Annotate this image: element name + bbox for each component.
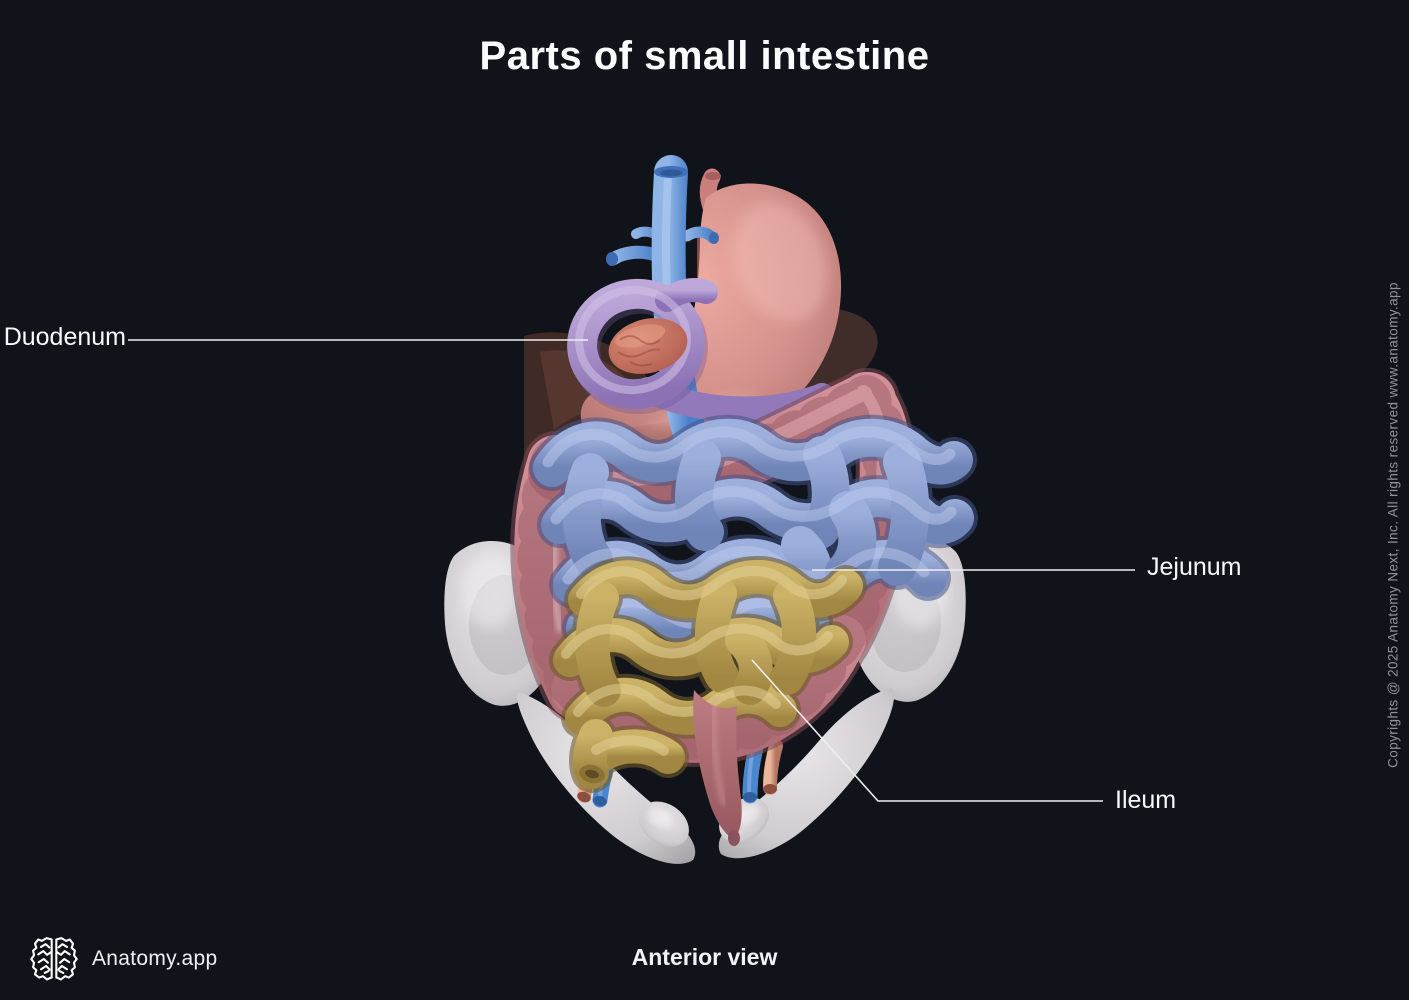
- leader-lines: [128, 339, 1135, 802]
- rectum-shape: [693, 690, 742, 846]
- pancreas-head: [608, 318, 688, 374]
- page-title: Parts of small intestine: [479, 34, 930, 78]
- ileum-leader-line: [751, 659, 1103, 802]
- label-jejunum: Jejunum: [1147, 553, 1242, 581]
- duodenum-loop: [567, 278, 718, 415]
- ileum-coils: [549, 555, 867, 793]
- label-duodenum: Duodenum: [3, 323, 126, 351]
- brain-logo-icon: [28, 934, 80, 984]
- copyright-text: Copyrights @ 2025 Anatomy Next, Inc. All…: [1385, 282, 1401, 768]
- brand-name: Anatomy.app: [92, 947, 218, 970]
- brand-logo[interactable]: Anatomy.app: [28, 934, 218, 984]
- view-caption: Anterior view: [631, 944, 778, 970]
- label-ileum: Ileum: [1115, 786, 1177, 814]
